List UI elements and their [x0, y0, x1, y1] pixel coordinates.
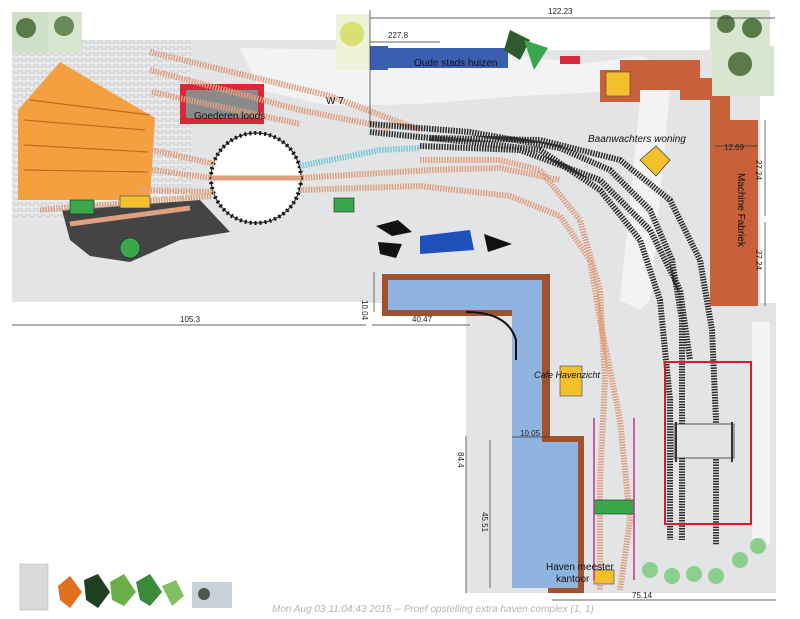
baanwachters-woning — [639, 145, 671, 177]
label-baanwachters-woning: Baanwachters woning — [588, 134, 686, 145]
machine-fabriek — [600, 60, 758, 306]
tracks-orange-yard — [39, 49, 634, 591]
dim-40-47: 40.47 — [412, 315, 433, 324]
quay-edge — [465, 311, 517, 360]
bottom-shrubs — [642, 538, 766, 584]
track-cyan — [299, 145, 421, 169]
turntable — [209, 131, 303, 225]
coal-yard — [62, 200, 230, 262]
legend-icons — [19, 563, 232, 611]
dim-84-4: 84.4 — [456, 452, 465, 468]
inspection-pit — [664, 361, 752, 525]
tree-icons — [12, 10, 774, 96]
label-goederen-loods: Goederen loods — [194, 111, 265, 122]
roundhouse — [18, 62, 155, 200]
label-cafe-havenzicht: Cafe Havenzicht — [534, 370, 601, 380]
dim-12-69: 12.69 — [724, 143, 745, 152]
footer-timestamp: Mon Aug 03 11:04:43 2015 -- Proef opstel… — [272, 604, 594, 615]
blue-vehicles — [376, 220, 512, 258]
dim-122-23: 122.23 — [548, 7, 573, 16]
label-haven-meester: Haven meester — [546, 562, 614, 573]
label-w7: W 7 — [326, 96, 344, 107]
dimension-lines — [12, 10, 776, 601]
dim-10-05: 10.05 — [520, 429, 541, 438]
tracks-main-black — [369, 121, 719, 545]
oude-stads-huizen — [368, 46, 580, 70]
dim-75-14: 75.14 — [632, 591, 653, 600]
label-oude-stads-huizen: Oude stads huizen — [414, 58, 497, 69]
track-bumpers — [593, 418, 635, 580]
dim-27-24-a: 27.24 — [754, 160, 763, 181]
label-kantoor: kantoor — [556, 574, 590, 585]
green-markers — [69, 197, 635, 515]
dim-27-24-b: 27.24 — [754, 250, 763, 271]
dim-105-3: 105.3 — [180, 315, 201, 324]
label-machine-fabriek: Machine Fabriek — [735, 173, 746, 248]
dim-10-04: 10.04 — [360, 300, 369, 321]
harbour-basin — [382, 274, 584, 593]
small-buildings — [119, 71, 631, 585]
dim-227-8: 227.8 — [388, 31, 409, 40]
dim-45-51: 45.51 — [480, 512, 489, 533]
